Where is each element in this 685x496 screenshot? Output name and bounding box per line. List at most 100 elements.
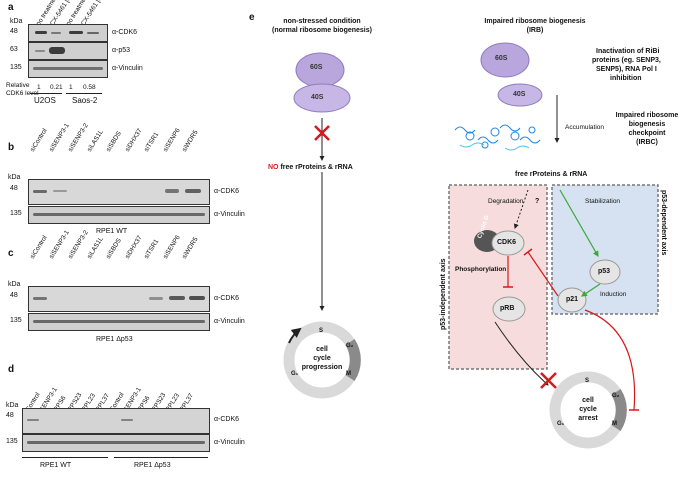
prb-shape bbox=[492, 296, 526, 322]
marker-48: 48 bbox=[10, 185, 18, 192]
irbc-text: checkpoint bbox=[628, 130, 666, 137]
relative-value: 0.58 bbox=[83, 84, 96, 91]
blot-cdk6 bbox=[28, 179, 210, 205]
marker-48: 48 bbox=[6, 412, 14, 419]
inactivation-text: proteins (eg. SENP3, bbox=[592, 57, 661, 64]
marker-63: 63 bbox=[10, 46, 18, 53]
antibody-label: α-CDK6 bbox=[112, 29, 138, 36]
cell-line-label: RPE1 Δp53 bbox=[96, 336, 133, 343]
inactivation-text: SENP5), RNA Pol I bbox=[596, 66, 657, 73]
marker-135: 135 bbox=[10, 317, 22, 324]
cycle-text: cycle bbox=[313, 355, 331, 362]
phase-g2: G₂ bbox=[346, 343, 354, 349]
panel-d-label: d bbox=[8, 364, 15, 375]
p53-dependent-label: p53-dependent axis bbox=[660, 190, 667, 256]
antibody-label: α-CDK6 bbox=[214, 188, 240, 195]
right-title: Impaired ribosome biogenesis bbox=[484, 18, 586, 25]
free-rproteins-label: free rProteins & rRNA bbox=[515, 171, 588, 178]
left-title: non-stressed condition bbox=[283, 18, 361, 25]
cell-line-label: RPE1 Δp53 bbox=[134, 462, 171, 469]
cdk6-shape bbox=[491, 230, 525, 256]
irbc-text: biogenesis bbox=[628, 121, 666, 128]
irbc-text: (IRBC) bbox=[636, 139, 658, 146]
blot-vinculin bbox=[28, 60, 108, 78]
antibody-label: α-Vinculin bbox=[214, 211, 245, 218]
subunit-60s: 60S bbox=[310, 64, 323, 71]
right-title: (IRB) bbox=[526, 27, 544, 34]
marker-48: 48 bbox=[10, 28, 18, 35]
blot-vinculin bbox=[22, 434, 210, 452]
phase-g1: G₁ bbox=[557, 421, 565, 427]
p21-shape bbox=[557, 287, 587, 313]
marker-48: 48 bbox=[10, 292, 18, 299]
p53-independent-box bbox=[448, 184, 548, 370]
cell-cycle-arrest-ring bbox=[549, 371, 627, 449]
phase-g1: G₁ bbox=[291, 371, 299, 377]
phase-s: S bbox=[585, 378, 590, 384]
p21-label: p21 bbox=[566, 296, 579, 303]
antibody-label: α-p53 bbox=[112, 47, 131, 54]
accumulation-label: Accumulation bbox=[565, 124, 605, 131]
question-mark: ? bbox=[535, 198, 540, 205]
irbc-text: Impaired ribosome bbox=[615, 112, 679, 119]
inactivation-text: inhibition bbox=[610, 75, 642, 82]
relative-value: 1 bbox=[69, 84, 73, 91]
panel-c-label: c bbox=[8, 248, 14, 259]
kda-label: kDa bbox=[6, 402, 19, 409]
subunit-40s: 40S bbox=[513, 91, 526, 98]
cell-line-label: RPE1 WT bbox=[40, 462, 72, 469]
blot-cdk6 bbox=[28, 24, 108, 42]
phosphorylation-label: Phosphorylation bbox=[455, 266, 507, 273]
antibody-label: α-Vinculin bbox=[214, 439, 245, 446]
inactivation-text: Inactivation of RiBi bbox=[596, 48, 660, 55]
prb-label: pRB bbox=[500, 305, 515, 312]
cell-cycle-progression-ring bbox=[283, 321, 361, 399]
kda-label: kDa bbox=[8, 281, 21, 288]
phase-s: S bbox=[319, 328, 324, 334]
ribosome-impaired bbox=[480, 42, 543, 107]
relative-label: CDK6 level bbox=[6, 90, 39, 97]
marker-135: 135 bbox=[6, 438, 18, 445]
arrest-text: arrest bbox=[578, 415, 598, 422]
stabilization-label: Stabilization bbox=[585, 198, 621, 205]
blot-vinculin bbox=[28, 206, 210, 224]
ribosome-normal bbox=[293, 52, 351, 113]
marker-135: 135 bbox=[10, 210, 22, 217]
left-title: (normal ribosome biogenesis) bbox=[272, 27, 372, 34]
phase-m: M bbox=[612, 421, 617, 427]
antibody-label: α-Vinculin bbox=[214, 318, 245, 325]
no-free-rproteins: NO free rProteins & rRNA bbox=[268, 164, 353, 171]
subunit-40s: 40S bbox=[311, 94, 324, 101]
cell-line-label: U2OS bbox=[34, 96, 56, 105]
blot-cdk6 bbox=[28, 286, 210, 312]
blot-cdk6 bbox=[22, 408, 210, 434]
arrest-text: cycle bbox=[579, 406, 597, 413]
relative-value: 1 bbox=[37, 84, 41, 91]
blot-p53 bbox=[28, 42, 108, 60]
cell-line-label: Saos-2 bbox=[72, 96, 98, 105]
panel-e-label: e bbox=[249, 12, 255, 23]
relative-value: 0.21 bbox=[50, 84, 63, 91]
antibody-label: α-CDK6 bbox=[214, 416, 240, 423]
phase-g2: G₂ bbox=[612, 393, 620, 399]
p53-label: p53 bbox=[598, 268, 611, 275]
marker-135: 135 bbox=[10, 64, 22, 71]
cell-line-label: RPE1 WT bbox=[96, 228, 128, 235]
kda-label: kDa bbox=[8, 174, 21, 181]
subunit-60s: 60S bbox=[495, 55, 508, 62]
block-x-icon bbox=[540, 372, 557, 389]
cycle-text: cell bbox=[316, 346, 328, 353]
arrest-text: cell bbox=[582, 397, 594, 404]
p53-independent-label: p53-independent axis bbox=[440, 258, 447, 330]
antibody-label: α-Vinculin bbox=[112, 65, 143, 72]
panel-b-label: b bbox=[8, 142, 15, 153]
kda-label: kDa bbox=[10, 18, 23, 25]
cycle-text: progression bbox=[301, 364, 343, 371]
p53-shape bbox=[589, 259, 621, 285]
panel-a-label: a bbox=[8, 2, 14, 13]
free-rproteins-icon bbox=[454, 124, 541, 149]
cdk6-label: CDK6 bbox=[497, 239, 517, 246]
phase-m: M bbox=[346, 371, 351, 377]
